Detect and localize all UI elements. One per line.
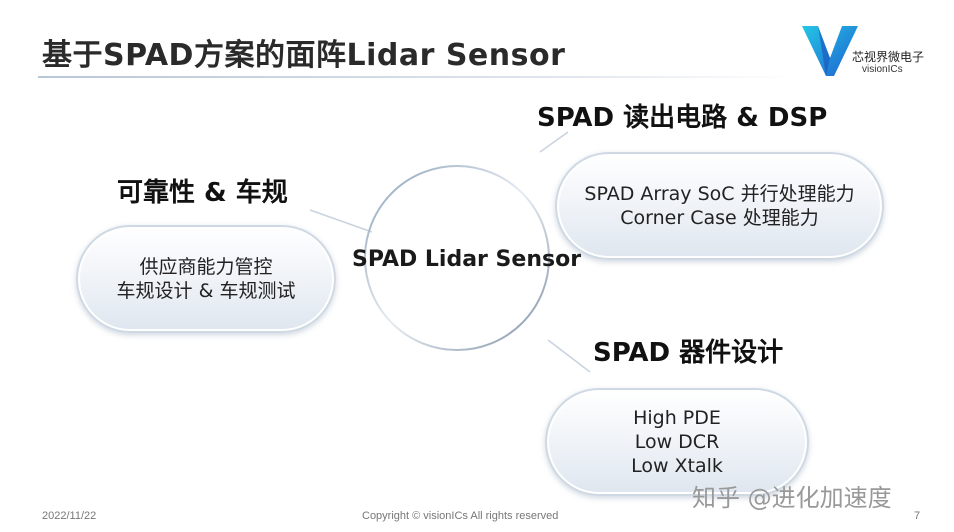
footer-copyright: Copyright © visionICs All rights reserve… <box>362 510 559 522</box>
device-pill: High PDE Low DCR Low Xtalk <box>545 388 809 496</box>
company-logo: 芯视界微电子 visionICs <box>800 20 930 82</box>
slide-title: 基于SPAD方案的面阵Lidar Sensor <box>42 38 566 73</box>
device-line-2: Low DCR <box>634 431 720 453</box>
reliability-heading: 可靠性 & 车规 <box>117 178 288 208</box>
device-heading: SPAD 器件设计 <box>593 338 784 368</box>
device-line-3: Low Xtalk <box>631 455 723 477</box>
readout-line-2: Corner Case 处理能力 <box>620 207 819 229</box>
logo-cn-text: 芯视界微电子 <box>852 50 925 64</box>
reliability-line-2: 车规设计 & 车规测试 <box>116 280 296 302</box>
logo-v-icon <box>802 26 858 76</box>
watermark: 知乎 @进化加速度 <box>692 484 892 512</box>
reliability-line-1: 供应商能力管控 <box>139 256 273 278</box>
center-circle <box>364 165 550 351</box>
readout-heading: SPAD 读出电路 & DSP <box>537 103 828 133</box>
footer-date: 2022/11/22 <box>42 510 97 522</box>
logo-en-text: visionICs <box>862 64 903 75</box>
readout-pill: SPAD Array SoC 并行处理能力 Corner Case 处理能力 <box>555 152 884 260</box>
title-underline <box>38 76 798 78</box>
footer-page-number: 7 <box>914 510 921 522</box>
reliability-pill: 供应商能力管控 车规设计 & 车规测试 <box>76 225 336 333</box>
device-line-1: High PDE <box>633 407 721 429</box>
center-label: SPAD Lidar Sensor <box>352 247 582 272</box>
readout-line-1: SPAD Array SoC 并行处理能力 <box>584 183 855 205</box>
